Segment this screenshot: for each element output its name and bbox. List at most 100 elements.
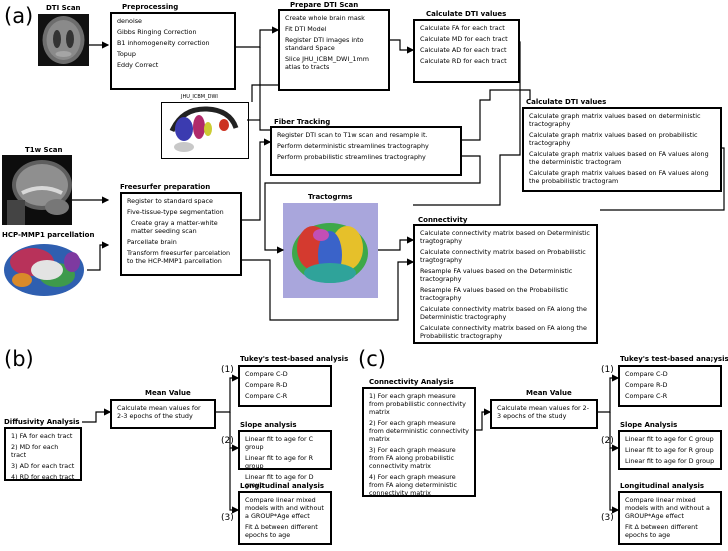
c-mean-box: Calculate mean values for 2-3 epochs of … (490, 399, 598, 429)
prepare-dti-box: Create whole brain mask Fit DTI Model Re… (278, 9, 390, 91)
fiber-tracking-box: Register DTI scan to T1w scan and resamp… (270, 126, 462, 176)
list-item: Register DTI images into standard Space (285, 36, 364, 52)
list-item: Resample FA values based on the Determin… (420, 267, 573, 283)
c-slope-title: Slope Analysis (620, 421, 678, 429)
list-item: Register DTI scan to T1w scan and resamp… (277, 131, 428, 139)
list-item: Compare R-D (625, 381, 668, 389)
list-item: Compare R-D (245, 381, 288, 389)
list-item: 2) For each graph measure from determini… (369, 419, 469, 443)
list-item: Calculate connectivity matrix based on F… (420, 305, 587, 321)
atlas-image (161, 102, 249, 159)
b-num-1: (1) (221, 365, 234, 375)
list-item: Transform freesurfer parcelation to the … (127, 249, 231, 265)
list-item: Calculate mean values for 2-3 epochs of … (117, 404, 201, 420)
dti-scan-image (38, 14, 89, 66)
list-item: Compare C-R (625, 392, 668, 400)
c-tukey-title: Tukey's test-based ana;ysis (620, 355, 728, 363)
list-item: Calculate graph matrix values based on p… (529, 131, 698, 147)
list-item: Create whole brain mask (285, 14, 365, 22)
list-item: 1) FA for each tract (11, 432, 73, 440)
b-mean-title: Mean Value (145, 389, 191, 397)
fiber-tracking-title: Fiber Tracking (274, 118, 331, 126)
list-item: Calculate connectivity matrix based on F… (420, 324, 587, 340)
b-num-3: (3) (221, 513, 234, 523)
freesurfer-box: Register to standard space Five-tissue-t… (120, 192, 242, 276)
b-longitudinal-box: Compare linear mixed models with and wit… (238, 491, 332, 545)
list-item: Calculate graph matrix values based on d… (529, 112, 701, 128)
connectivity-box: Calculate connectivity matrix based on D… (413, 224, 598, 344)
hcp-title: HCP-MMP1 parcellation (2, 231, 95, 239)
t1w-scan-title: T1w Scan (25, 146, 63, 154)
list-item: 1) For each graph measure from probabili… (369, 392, 466, 416)
preprocessing-title: Preprocessing (122, 3, 179, 11)
c-connectivity-box: 1) For each graph measure from probabili… (362, 387, 476, 497)
b-diffusivity-title: Diffusivity Analysis (4, 418, 80, 426)
list-item: Create gray a matter-white matter seedin… (131, 219, 218, 235)
list-item: Eddy Correct (117, 61, 159, 69)
list-item: 2) MD for each tract (11, 443, 59, 459)
list-item: Perform deterministic streamlines tracto… (277, 142, 429, 150)
atlas-label: JHU_ICBM_DWI (181, 94, 218, 100)
list-item: Linear fit to age for R group (625, 446, 714, 454)
list-item: Five-tissue-type segmentation (127, 208, 224, 216)
panel-b-label: (b) (4, 347, 34, 371)
connectivity-title: Connectivity (418, 216, 468, 224)
list-item: Calculate mean values for 2-3 epochs of … (497, 404, 590, 420)
c-slope-box: Linear fit to age for C group Linear fit… (618, 430, 722, 470)
list-item: Calculate RD for each tract (420, 57, 507, 65)
c-mean-title: Mean Value (526, 389, 572, 397)
list-item: Resample FA values based on the Probabil… (420, 286, 569, 302)
list-item: denoise (117, 17, 142, 25)
list-item: Linear fit to age for C group (625, 435, 714, 443)
list-item: Compare linear mixed models with and wit… (245, 496, 324, 520)
panel-c-label: (c) (358, 347, 386, 371)
list-item: Fit Δ between different epochs to age (245, 523, 318, 539)
panel-a-label: (a) (4, 4, 34, 28)
b-slope-title: Slope analysis (240, 421, 297, 429)
list-item: Fit DTI Model (285, 25, 327, 33)
list-item: 3) For each graph measure from FA along … (369, 446, 456, 470)
list-item: Parcellate brain (127, 238, 177, 246)
list-item: B1 inhomogeneity correction (117, 39, 210, 47)
b-tukey-box: Compare C-D Compare R-D Compare C-R (238, 365, 332, 407)
calc-dti-1-box: Calculate FA for each tract Calculate MD… (413, 19, 520, 83)
tractogram-image (283, 203, 378, 298)
c-num-2: (2) (601, 436, 614, 446)
dti-scan-title: DTI Scan (46, 4, 81, 12)
tractograms-title: Tractogrms (308, 193, 353, 201)
list-item: Calculate MD for each tract (420, 35, 508, 43)
calc-dti-2-title: Calculate DTI values (526, 98, 607, 106)
calc-dti-2-box: Calculate graph matrix values based on d… (522, 107, 722, 192)
list-item: 4) For each graph measure from FA along … (369, 473, 458, 497)
freesurfer-title: Freesurfer preparation (120, 183, 211, 191)
b-diffusivity-box: 1) FA for each tract 2) MD for each trac… (4, 427, 82, 481)
list-item: Calculate connectivity matrix based on P… (420, 248, 586, 264)
t1w-scan-image (2, 155, 72, 225)
c-connectivity-title: Connectivity Analysis (369, 378, 454, 386)
list-item: Linear fit to age for C group (245, 435, 314, 451)
b-slope-box: Linear fit to age for C group Linear fit… (238, 430, 332, 489)
list-item: 4) RD for each tract (11, 473, 75, 481)
list-item: Register to standard space (127, 197, 213, 205)
list-item: Compare linear mixed models with and wit… (625, 496, 710, 520)
c-longitudinal-box: Compare linear mixed models with and wit… (618, 491, 722, 545)
list-item: 3) AD for each tract (11, 462, 75, 470)
list-item: Calculate AD for each tract (420, 46, 507, 54)
prepare-dti-title: Prepare DTI Scan (290, 1, 359, 9)
list-item: Fit Δ between different epochs to age (625, 523, 698, 539)
list-item: Topup (117, 50, 136, 58)
b-longitudinal-title: Longitudinal analysis (240, 482, 325, 490)
b-mean-box: Calculate mean values for 2-3 epochs of … (110, 399, 216, 429)
c-num-3: (3) (601, 513, 614, 523)
list-item: Calculate connectivity matrix based on D… (420, 229, 590, 245)
c-num-1: (1) (601, 365, 614, 375)
list-item: Linear fit to age for D group (625, 457, 715, 465)
list-item: Calculate FA for each tract (420, 24, 505, 32)
list-item: Linear fit to age for R group (245, 454, 314, 470)
calc-dti-1-title: Calculate DTI values (426, 10, 507, 18)
list-item: Slice JHU_ICBM_DWI_1mm atlas to tracts (285, 55, 369, 71)
list-item: Compare C-D (625, 370, 668, 378)
b-num-2: (2) (221, 436, 234, 446)
list-item: Gibbs Ringing Correction (117, 28, 197, 36)
